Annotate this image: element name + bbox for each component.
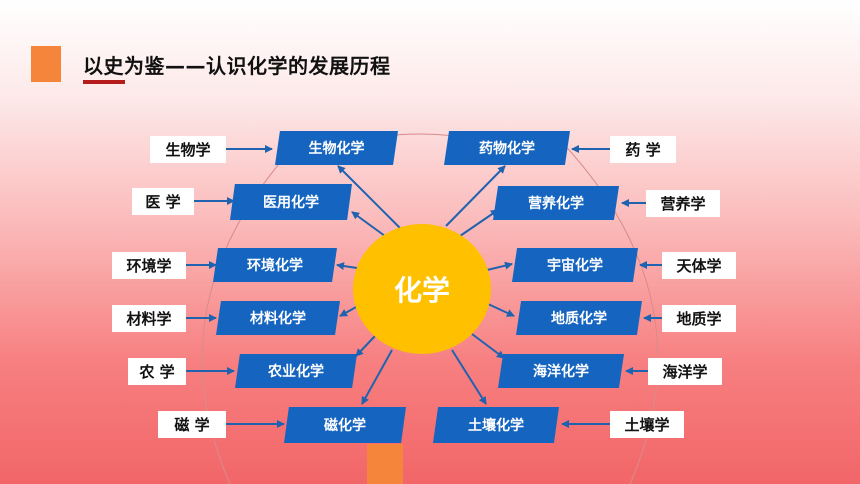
box-agricultural-chemistry: 农业化学 bbox=[235, 354, 357, 388]
box-environmental-chemistry: 环境化学 bbox=[213, 248, 337, 282]
arrow-center-soilchem bbox=[451, 349, 487, 405]
box-medical-chemistry: 医用化学 bbox=[230, 184, 352, 220]
field-label-medicine: 医 学 bbox=[132, 188, 194, 215]
field-label-nutrition: 营养学 bbox=[646, 190, 720, 217]
field-label-magnetism: 磁 学 bbox=[158, 411, 226, 438]
field-label-agriculture: 农 学 bbox=[128, 358, 186, 385]
arrow-center-medchem bbox=[351, 211, 386, 237]
box-pharmaceutical-chemistry: 药物化学 bbox=[444, 131, 570, 165]
arrow-center-pharmchem bbox=[445, 165, 506, 227]
box-geochemistry: 地质化学 bbox=[516, 301, 642, 335]
box-ocean-chemistry: 海洋化学 bbox=[498, 354, 624, 388]
box-cosmochemistry: 宇宙化学 bbox=[512, 248, 638, 282]
arrow-center-envchem bbox=[336, 262, 358, 270]
arrow-center-cosmochem bbox=[486, 261, 513, 271]
arrow-center-oceanchem bbox=[471, 333, 505, 359]
field-label-materials: 材料学 bbox=[112, 305, 186, 332]
box-soil-chemistry: 土壤化学 bbox=[433, 407, 559, 443]
field-label-astronomy: 天体学 bbox=[662, 252, 736, 279]
field-label-pharmacy: 药 学 bbox=[610, 136, 676, 163]
center-circle-chemistry: 化学 bbox=[353, 224, 491, 354]
field-label-biology: 生物学 bbox=[150, 136, 226, 163]
arrow-center-magchem bbox=[361, 349, 393, 405]
box-materials-chemistry: 材料化学 bbox=[216, 301, 340, 335]
arrow-center-nutrchem bbox=[459, 209, 499, 237]
arrow-center-geochem bbox=[487, 303, 515, 317]
field-label-soil: 土壤学 bbox=[610, 411, 684, 438]
box-biochemistry: 生物化学 bbox=[275, 131, 398, 165]
field-label-geology: 地质学 bbox=[662, 305, 736, 332]
accent-square bbox=[31, 46, 61, 82]
bottom-accent-square bbox=[367, 444, 403, 484]
arrow-center-agrichem bbox=[355, 335, 376, 357]
field-label-oceanography: 海洋学 bbox=[648, 358, 722, 385]
arrow-center-biochem bbox=[337, 165, 401, 229]
box-nutrition-chemistry: 营养化学 bbox=[493, 186, 619, 220]
page-title: 以史为鉴——认识化学的发展历程 bbox=[83, 54, 391, 78]
field-label-environment: 环境学 bbox=[112, 252, 186, 279]
box-magnetochemistry: 磁化学 bbox=[284, 407, 406, 443]
title-underline bbox=[83, 80, 125, 84]
